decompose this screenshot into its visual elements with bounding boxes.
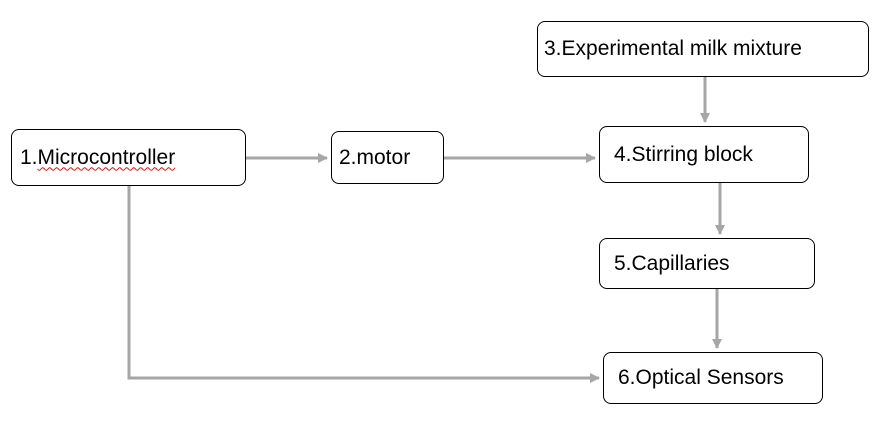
node-microcontroller-number: 1. [20,145,38,169]
node-capillaries-label: 5.Capillaries [614,251,730,275]
node-microcontroller: 1.Microcontroller [11,129,246,186]
node-capillaries: 5.Capillaries [599,238,815,289]
node-microcontroller-label: Microcontroller [37,145,176,169]
node-optical-sensors: 6.Optical Sensors [603,352,823,404]
arrow-microcontroller-to-optical-sensors [127,186,600,383]
node-stirring-block: 4.Stirring block [599,126,809,183]
node-stirring-block-label: 4.Stirring block [614,142,753,166]
node-motor-label: 2.motor [339,145,411,169]
node-milk-mixture-label: 3.Experimental milk mixture [544,37,802,60]
node-experimental-milk-mixture: 3.Experimental milk mixture [537,21,869,77]
node-motor: 2.motor [331,131,444,184]
node-optical-sensors-label: 6.Optical Sensors [618,366,784,389]
